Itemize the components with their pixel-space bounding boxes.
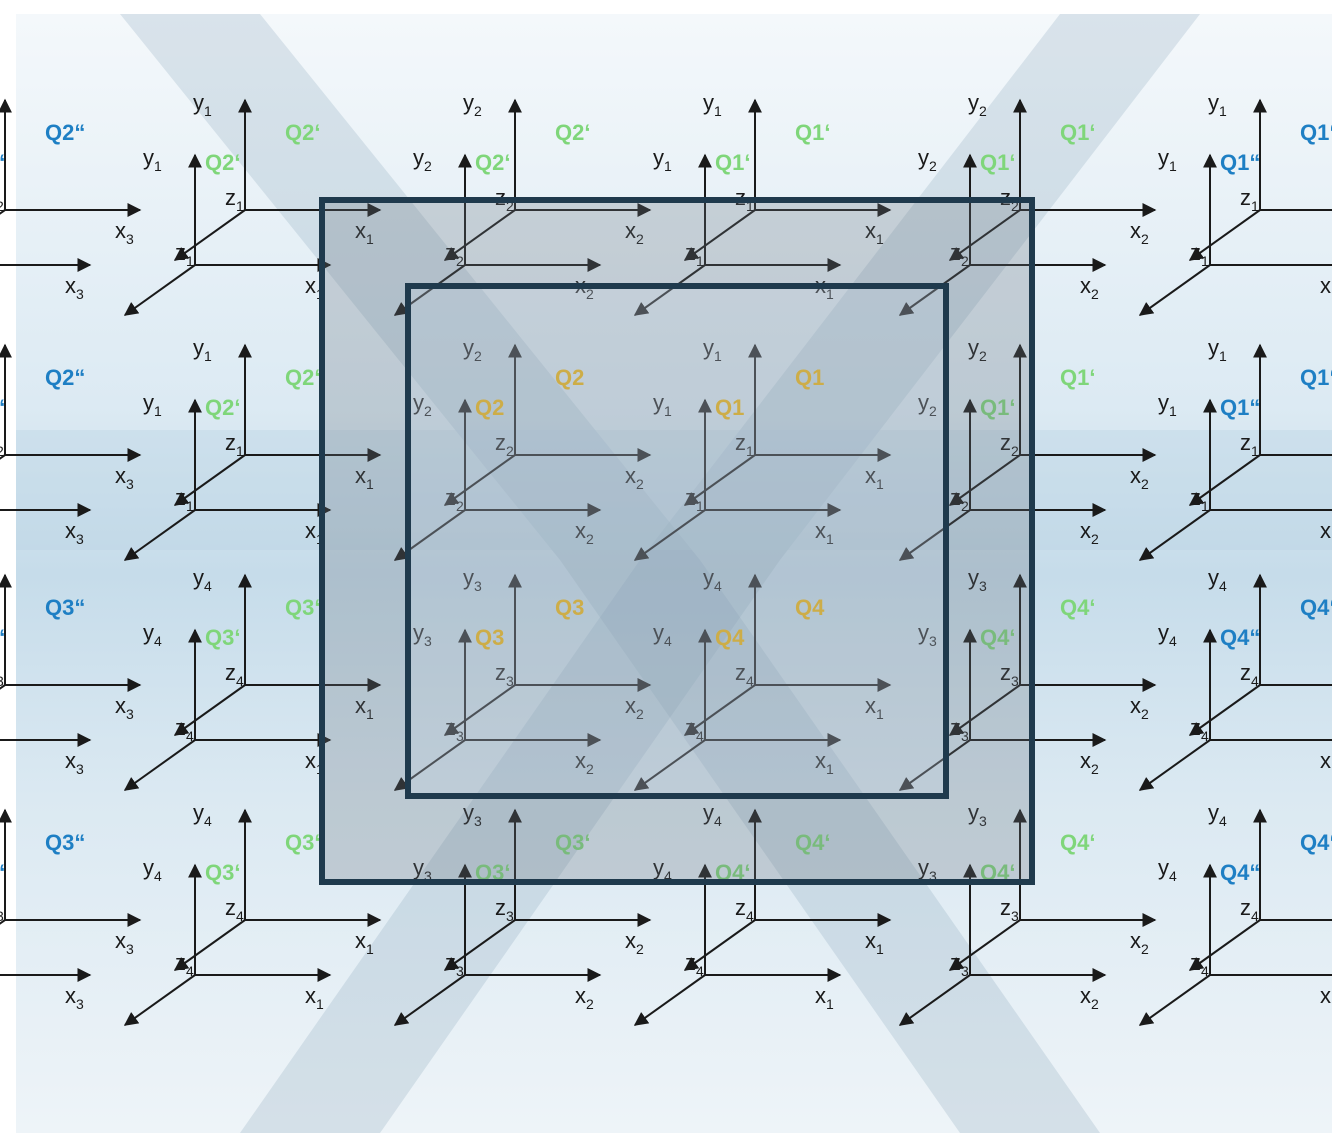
quadrant-tag: Q3‘ [205, 625, 240, 650]
quadrant-tag: Q2“ [45, 120, 85, 145]
quadrant-tag: Q2“ [45, 365, 85, 390]
quadrant-tag: Q3‘ [205, 860, 240, 885]
quadrant-tag: Q2“ [0, 150, 5, 175]
x-axis-label: x1 [1320, 983, 1332, 1012]
quadrant-tag: Q3‘ [285, 595, 320, 620]
quadrant-tag: Q4“ [1300, 595, 1332, 620]
quadrant-tag: Q1“ [1220, 395, 1260, 420]
quadrant-tag: Q3“ [45, 595, 85, 620]
quadrant-tag: Q4‘ [1060, 595, 1095, 620]
quadrant-tag: Q3“ [45, 830, 85, 855]
quadrant-tag: Q1‘ [715, 150, 750, 175]
x-axis-label: x1 [1320, 273, 1332, 302]
quadrant-tag: Q1“ [1300, 365, 1332, 390]
quadrant-tag: Q3“ [0, 860, 5, 885]
inner-frame [408, 286, 946, 796]
quadrant-tag: Q1‘ [980, 150, 1015, 175]
quadrant-tag: Q3‘ [285, 830, 320, 855]
quadrant-tag: Q2“ [0, 395, 5, 420]
quadrant-tag: Q1“ [1220, 150, 1260, 175]
x-axis-label: x1 [1320, 748, 1332, 777]
quadrant-tag: Q1‘ [795, 120, 830, 145]
quadrant-tag: Q2‘ [205, 395, 240, 420]
quadrant-tag: Q2‘ [285, 120, 320, 145]
quadrant-tag: Q2‘ [555, 120, 590, 145]
frames-layer [322, 200, 1032, 882]
quadrant-tag: Q4‘ [1060, 830, 1095, 855]
x-axis-label: x1 [1320, 518, 1332, 547]
quadrant-tag: Q3“ [0, 625, 5, 650]
quadrant-tag: Q2‘ [475, 150, 510, 175]
quadrant-tag: Q2‘ [285, 365, 320, 390]
quadrant-tag: Q4“ [1220, 860, 1260, 885]
quadrant-tag: Q1“ [1300, 120, 1332, 145]
quadrant-tag: Q1‘ [1060, 365, 1095, 390]
quadrant-tag: Q1‘ [1060, 120, 1095, 145]
quadrant-tag: Q2‘ [205, 150, 240, 175]
quadrant-tag: Q4“ [1220, 625, 1260, 650]
quadrant-tag: Q4“ [1300, 830, 1332, 855]
